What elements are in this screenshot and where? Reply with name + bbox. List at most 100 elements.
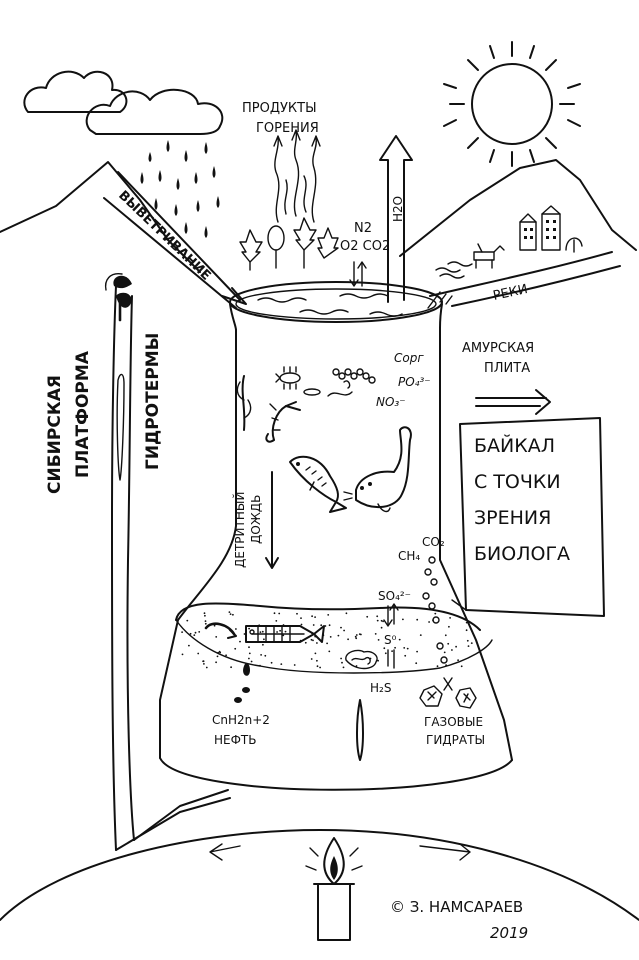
sediment-dot [382,620,384,623]
sediment-dot [181,653,184,656]
plankton-icon [275,366,376,397]
sulfur-arrows [383,603,399,669]
sediment-dot [460,665,463,668]
sediment-dot [213,624,216,627]
rain-icon [140,140,220,238]
lake-vessel [159,281,513,791]
river-channel [427,251,621,309]
sediment-dot [451,649,453,651]
sediment-dot [250,660,253,663]
amur-arrow [475,389,551,415]
sediment-dot [428,621,430,623]
sulfate-label: SO₄²⁻ [378,589,411,603]
sediment-dot [445,664,447,666]
detrital-rain-label-2: ДОЖДЬ [249,495,263,544]
sediment-dot [402,618,404,621]
sediment-dot [248,627,251,630]
sun-icon [443,41,581,167]
sediment-dot [263,638,265,641]
sediment-dot [340,626,342,629]
sediment-dot [384,652,387,655]
sediment-dot [262,643,264,646]
hydrotherm-conduit [104,273,231,851]
sediment-dot [270,661,273,664]
sediment-dot [215,661,218,664]
sediment-dot [204,622,207,625]
sediment-dot [188,644,190,647]
sediment-dot [310,638,313,641]
sediment-dot [355,634,358,636]
sediment-dot [194,631,197,634]
sediment-dot [202,660,205,663]
sediment-dot [328,624,331,627]
sediment-dot [347,638,349,641]
sediment-dot [343,629,345,632]
sediment-dot [415,662,418,665]
sediment-dot [279,629,281,632]
rivers-label: РЕКИ [492,282,529,304]
sediment-dot [260,654,262,656]
sediment-dot [341,661,343,664]
oil-formula-label: CnH2n+2 [212,713,270,727]
siberian-platform-label-1: СИБИРСКАЯ [45,375,65,494]
right-mountain [399,159,637,257]
sediment-dot [391,650,393,652]
worm-icon [204,622,237,639]
title-line-2: С ТОЧКИ [474,471,561,493]
burner-icon [305,837,363,941]
sediment-dot [311,615,313,618]
sediment-dot [216,655,219,658]
gas-bubbles [422,556,448,664]
sediment-dot [443,651,446,654]
sediment-dot [406,647,409,650]
sediment-dot [204,614,206,617]
title-line-4: БИОЛОГА [474,543,570,565]
sediment-dot [296,612,298,615]
sediment-dot [264,654,267,657]
sediment-dot [276,631,278,633]
sediment-dot [376,615,379,618]
sediment-dot [444,634,447,637]
nutrient-no3-label: NO₃⁻ [376,395,406,409]
gas-o2co2-label: O2 CO2 [340,239,390,254]
sediment-dot [377,659,379,662]
sediment-dot [329,636,332,638]
sediment-dot [204,620,207,622]
sediment-dot [337,634,340,637]
sediment-dot [293,664,296,666]
signature-author: © З. НАМСАРАЕВ [390,898,523,916]
sediment-dot [320,624,323,627]
sediment-dot [327,614,330,616]
sediment-dot [273,612,276,615]
cloud-icon [23,70,224,135]
fish-icon [289,455,347,513]
smoke-arrows [273,129,321,223]
sediment-dot [403,647,406,649]
sediment-dot [261,630,264,633]
sediment-dot [470,642,473,644]
sediment-dot [366,615,369,618]
sediment-dot [436,665,439,668]
sediment-dot [316,665,319,668]
sediment-dot [316,642,318,644]
sediment-dot [328,650,331,653]
sediment-dot [345,612,348,615]
sediment-dot [248,646,250,649]
oil-label: НЕФТЬ [214,733,257,747]
water-vapor-label: H2O [391,196,405,222]
sediment-dot [243,633,246,635]
sediment-dot [312,639,314,642]
cow-icon [473,243,505,269]
left-mountain [0,161,201,273]
gas-hydrates-label-1: ГАЗОВЫЕ [424,715,483,729]
sediment-dot [354,635,357,638]
sediment-dot [466,639,469,642]
sediment-dot [455,645,457,648]
sediment-dot [448,625,450,628]
sediment-dot [449,617,451,619]
oil-drops [234,663,364,761]
amur-plate-label-2: ПЛИТА [484,361,530,376]
sediment-dot [340,657,342,660]
sediment-dot [234,647,237,650]
